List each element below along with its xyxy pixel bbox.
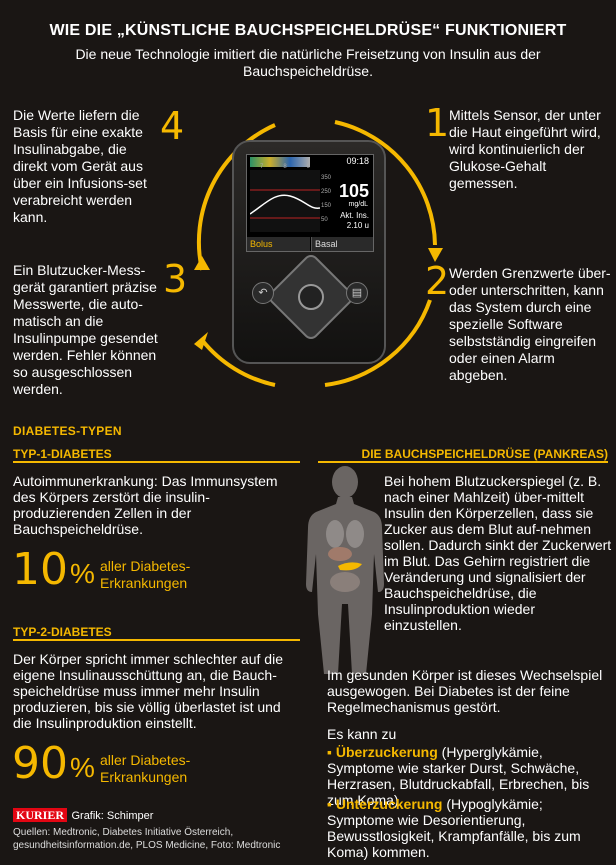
insulin-pump: 09:18 350 250 150 50 7 8 9 105 mg/dL Akt… — [232, 140, 386, 364]
time-tick: 9 — [306, 164, 310, 170]
cycle-arc-left-top — [196, 123, 276, 271]
axis-label: 50 — [321, 217, 328, 223]
bullet-hyperglycemia: ▪ Überzuckerung (Hyperglykämie, Symptome… — [327, 744, 612, 808]
step-3-text: Ein Blutzucker-Mess-gerät garantiert prä… — [13, 262, 158, 397]
bullet-1-text: (Hyperglykämie, Symptome wie starker Dur… — [327, 744, 590, 808]
kurier-logo: KURIER — [13, 808, 68, 822]
cycle-arc-right-top — [334, 120, 437, 246]
bullet-marker: ▪ — [327, 796, 336, 812]
type2-percent-sign: % — [70, 752, 95, 783]
type1-percent-sign: % — [70, 558, 95, 589]
footer-credit-line: KURIER Grafik: Schimper — [13, 806, 153, 824]
cycle-arrowhead-bottom-left — [194, 332, 208, 350]
pancreas-text-1: Bei hohem Blutzuckerspiegel (z. B. nach … — [384, 473, 612, 633]
glucose-graph — [250, 170, 320, 232]
bolus-tab: Bolus — [247, 237, 310, 251]
section-heading: DIABETES-TYPEN — [13, 424, 122, 438]
akt-ins-label: Akt. Ins. — [340, 211, 369, 220]
pump-screen: 09:18 350 250 150 50 7 8 9 105 mg/dL Akt… — [246, 154, 374, 252]
page-subtitle: Die neue Technologie imitiert die natürl… — [75, 46, 541, 79]
pancreas-label: DIE BAUCHSPEICHELDRÜSE (PANKREAS) — [361, 447, 608, 461]
cycle-arrows — [194, 120, 443, 387]
axis-label: 250 — [321, 189, 332, 195]
step-2-text: Werden Grenzwerte über- oder unterschrit… — [449, 265, 611, 383]
page-title: WIE DIE „KÜNSTLICHE BAUCHSPEICHELDRÜSE“ … — [49, 22, 567, 39]
pancreas-highlight — [338, 562, 362, 571]
time-tick: 7 — [259, 164, 264, 170]
pancreas-text-3: Es kann zu — [327, 726, 397, 742]
step-2-number: 2 — [425, 259, 450, 303]
menu-icon: ▤ — [346, 282, 368, 304]
bullet-hypoglycemia: ▪ Unterzuckerung (Hypoglykämie; Symptome… — [327, 796, 612, 860]
pancreas-text-2: Im gesunden Körper ist dieses Wechselspi… — [327, 667, 603, 715]
bullet-2-term: Unterzuckerung — [335, 796, 443, 812]
type2-percent-label: aller Diabetes-Erkrankungen — [100, 752, 191, 785]
axis-label: 350 — [321, 175, 332, 181]
type2-band: TYP-2-DIABETES — [13, 624, 300, 641]
cycle-arc-right-bottom — [324, 299, 432, 387]
bullet-1-term: Überzuckerung — [335, 744, 438, 760]
body-silhouette — [306, 466, 384, 674]
type1-label: TYP-1-DIABETES — [13, 447, 112, 461]
pump-time: 09:18 — [346, 156, 369, 166]
bullet-marker: ▪ — [327, 744, 336, 760]
pancreas-band: DIE BAUCHSPEICHELDRÜSE (PANKREAS) — [318, 446, 608, 463]
glucose-reading: 105 — [338, 181, 369, 201]
axis-label: 150 — [321, 203, 332, 209]
pump-time-ticks: 7 8 9 — [250, 164, 320, 170]
cycle-arrowhead-right — [428, 248, 443, 262]
time-tick: 8 — [283, 164, 287, 170]
glucose-unit: mg/dL — [348, 201, 368, 208]
sources: Quellen: Medtronic, Diabetes Initiative … — [13, 827, 281, 851]
akt-ins-value: 2.10 u — [346, 221, 369, 230]
type1-percent-label: aller Diabetes-Erkrankungen — [100, 558, 191, 591]
pump-axis-labels: 350 250 150 50 — [321, 171, 331, 227]
step-1-text: Mittels Sensor, der unter die Haut einge… — [449, 107, 601, 191]
step-4-number: 4 — [160, 104, 185, 148]
type2-label: TYP-2-DIABETES — [13, 625, 112, 639]
status-icons — [250, 157, 310, 167]
type1-percent: 10 — [12, 544, 68, 595]
step-4-text: Die Werte liefern die Basis für eine exa… — [13, 107, 147, 225]
select-button — [298, 284, 324, 310]
cycle-arrowhead-left — [194, 256, 210, 270]
cycle-arc-left-bottom — [200, 338, 276, 387]
step-3-number: 3 — [163, 257, 188, 301]
bullet-2-text: (Hypoglykämie; Symptome wie Desorientier… — [327, 796, 581, 860]
step-1-number: 1 — [425, 101, 450, 145]
type1-band: TYP-1-DIABETES — [13, 446, 300, 463]
basal-tab: Basal — [311, 237, 373, 251]
back-icon: ↶ — [252, 282, 274, 304]
graphic-credit: Grafik: Schimper — [71, 810, 154, 822]
type1-text: Autoimmunerkrankung: Das Immunsystem des… — [13, 473, 278, 537]
type2-percent: 90 — [12, 738, 68, 789]
type2-text: Der Körper spricht immer schlechter auf … — [13, 651, 283, 731]
